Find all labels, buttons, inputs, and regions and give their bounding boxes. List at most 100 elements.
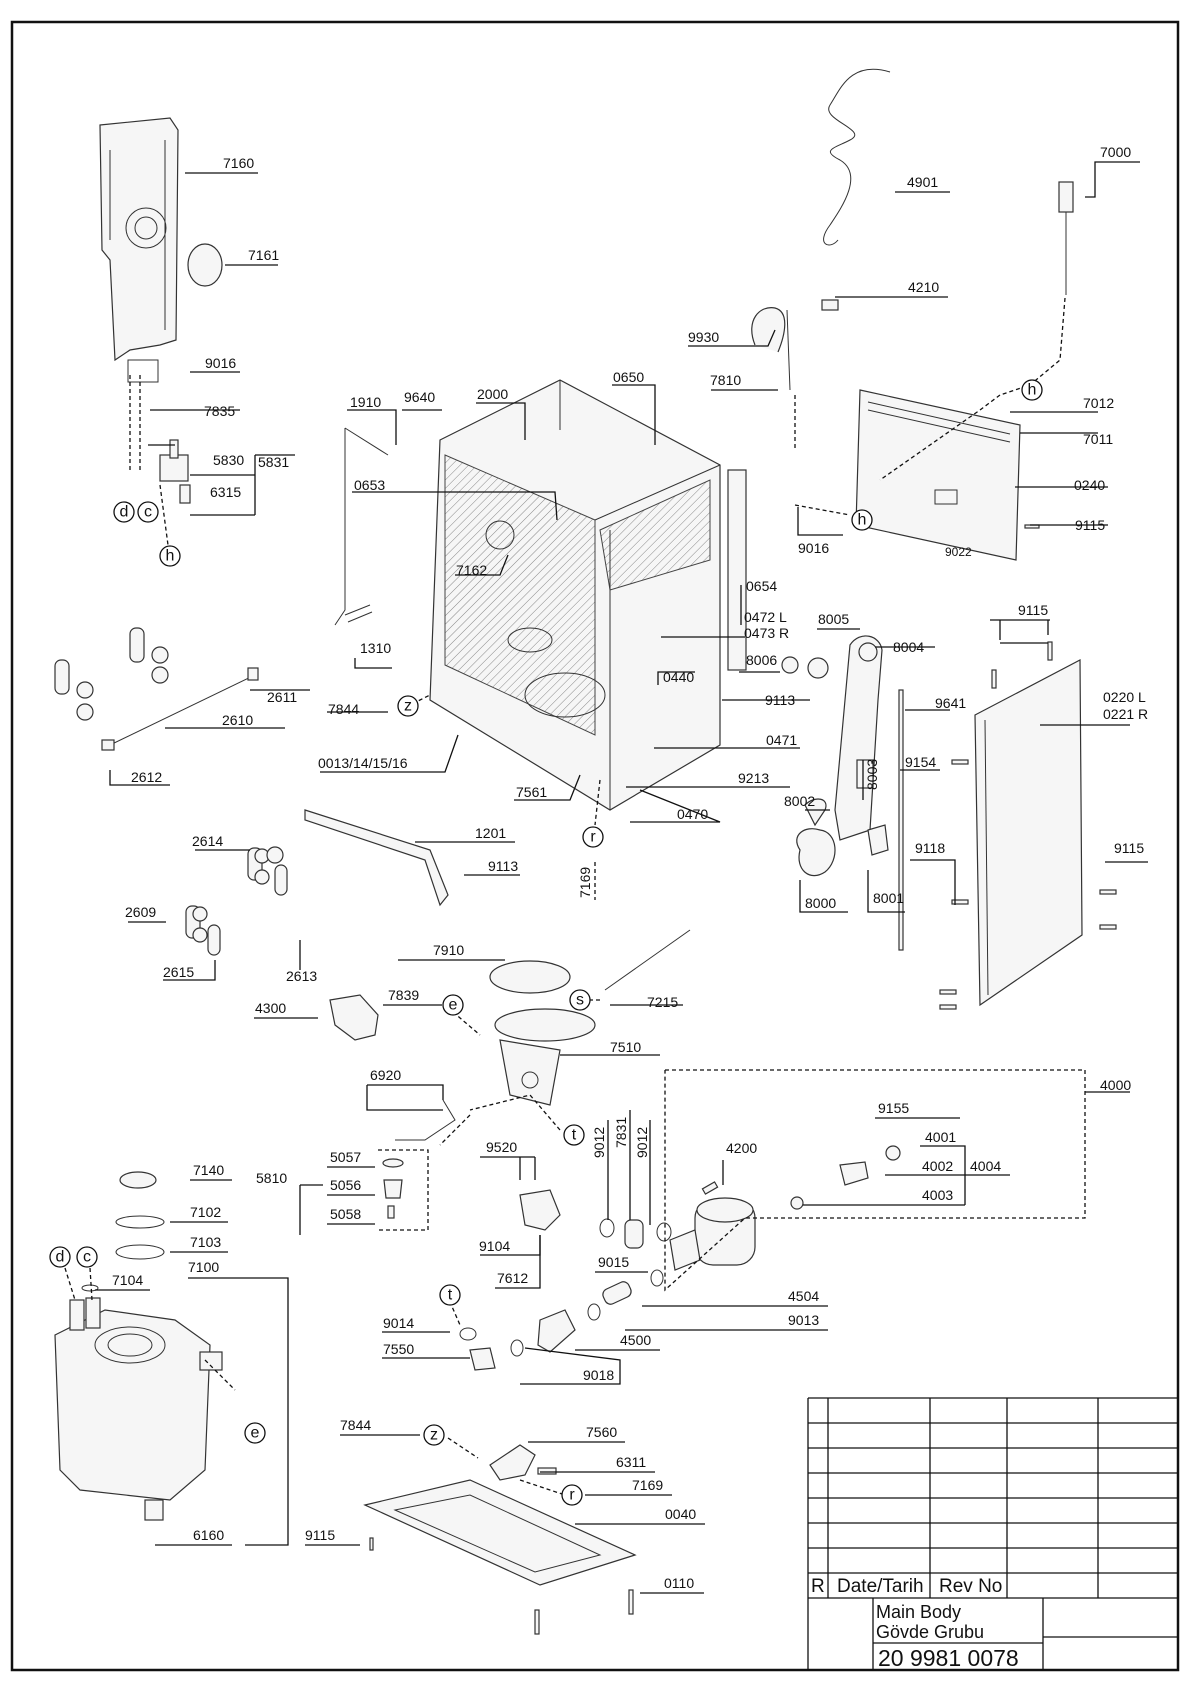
callout-e-bottom: e <box>244 1422 266 1444</box>
label-9118: 9118 <box>915 840 945 856</box>
label-7169a: 7169 <box>577 867 593 898</box>
label-6311: 6311 <box>616 1454 646 1470</box>
label-7561: 7561 <box>516 784 547 800</box>
label-8003: 8003 <box>864 759 880 790</box>
label-7510: 7510 <box>610 1039 641 1055</box>
callout-h-backpanel: h <box>851 509 873 531</box>
label-9930: 9930 <box>688 329 719 345</box>
label-9115c: 9115 <box>1114 840 1144 856</box>
label-7102: 7102 <box>190 1204 221 1220</box>
rail-1201-part <box>304 809 449 907</box>
callout-d-bottom: d <box>49 1246 71 1268</box>
label-9013: 9013 <box>788 1312 819 1328</box>
label-7104: 7104 <box>112 1272 143 1288</box>
label-2609: 2609 <box>125 904 156 920</box>
softener-7160-part <box>99 117 179 383</box>
label-7012: 7012 <box>1083 395 1114 411</box>
nut-8006-part <box>781 656 799 674</box>
label-7550: 7550 <box>383 1341 414 1357</box>
part-4002 <box>839 1161 869 1186</box>
callout-z-top: z <box>397 695 419 717</box>
label-2615: 2615 <box>163 964 194 980</box>
label-9520: 9520 <box>486 1139 517 1155</box>
part-7102 <box>115 1215 165 1229</box>
label-7215: 7215 <box>647 994 678 1010</box>
pump-8000-part <box>796 828 836 877</box>
label-7162: 7162 <box>456 562 487 578</box>
svg-text:r: r <box>569 1487 575 1504</box>
label-6315: 6315 <box>210 484 241 500</box>
svg-text:h: h <box>166 548 175 565</box>
seal-7910-part <box>489 960 571 994</box>
hose-7810-part <box>786 309 791 391</box>
svg-text:h: h <box>858 512 867 529</box>
label-2610: 2610 <box>222 712 253 728</box>
callout-s: s <box>569 989 591 1011</box>
part-7103 <box>115 1244 165 1260</box>
part-4001 <box>885 1145 901 1161</box>
label-7169b: 7169 <box>632 1477 663 1493</box>
cable-4901-part <box>823 68 891 246</box>
part-9520 <box>519 1189 561 1231</box>
back-panel-0240-part <box>855 389 1021 561</box>
svg-text:e: e <box>251 1425 260 1442</box>
clip-2611-part <box>247 667 259 681</box>
svg-text:d: d <box>120 504 129 521</box>
label-7844a: 7844 <box>328 701 359 717</box>
label-9115a: 9115 <box>1075 517 1105 533</box>
label-1910: 1910 <box>350 394 381 410</box>
side-panel-0220-part <box>974 659 1083 1007</box>
callout-z-bottom: z <box>423 1424 445 1446</box>
pump-4200-part <box>669 1197 756 1271</box>
part-7104 <box>81 1284 99 1292</box>
label-0013: 0013/14/15/16 <box>318 755 408 771</box>
label-0471: 0471 <box>766 732 797 748</box>
title-block-title-en: Main Body <box>876 1602 961 1622</box>
label-9213: 9213 <box>738 770 769 786</box>
title-block-rev-marker: R <box>811 1576 825 1597</box>
label-8001: 8001 <box>873 890 904 906</box>
label-9016: 9016 <box>205 355 236 371</box>
title-block <box>807 1397 1178 1670</box>
label-6920: 6920 <box>370 1067 401 1083</box>
label-7910: 7910 <box>433 942 464 958</box>
label-8002: 8002 <box>784 793 815 809</box>
wheels-part <box>54 627 288 956</box>
part-4003 <box>790 1196 804 1210</box>
callout-d-top: d <box>113 501 135 523</box>
label-0440: 0440 <box>663 669 694 685</box>
bracket-8001-part <box>867 824 889 856</box>
hose-7215-part <box>604 929 691 991</box>
screws-part <box>369 524 1117 1635</box>
clip-4210-part <box>821 299 839 311</box>
label-9012b: 9012 <box>634 1127 650 1158</box>
label-2000: 2000 <box>477 386 508 402</box>
clamps-part <box>459 1218 672 1357</box>
label-8000: 8000 <box>805 895 836 911</box>
label-0650: 0650 <box>613 369 644 385</box>
label-7000: 7000 <box>1100 144 1131 160</box>
clip-1310-part <box>344 604 373 623</box>
label-0473: 0473 R <box>744 625 789 641</box>
label-8004: 8004 <box>893 639 924 655</box>
tub-2000-part <box>429 379 721 811</box>
title-block-date-header: Date/Tarih <box>837 1576 924 1597</box>
label-4200: 4200 <box>726 1140 757 1156</box>
letter-callouts: d c h h h z r e s t d c t e z r <box>49 379 1043 1506</box>
label-0040: 0040 <box>665 1506 696 1522</box>
label-4000: 4000 <box>1100 1077 1131 1093</box>
hose-4504-part <box>602 1281 632 1305</box>
svg-text:d: d <box>56 1249 65 1266</box>
label-7160: 7160 <box>223 155 254 171</box>
drawing-frame <box>10 20 1180 1672</box>
bracket-9930-part <box>751 307 786 353</box>
sump-7510-part <box>494 1008 596 1106</box>
part-5056 <box>383 1179 403 1199</box>
callout-t-bottom: t <box>439 1284 461 1306</box>
part-4500 <box>537 1309 576 1353</box>
label-0220: 0220 L <box>1103 689 1146 705</box>
label-9016b: 9016 <box>798 540 829 556</box>
callout-c-bottom: c <box>76 1246 98 1268</box>
part-7550 <box>469 1347 496 1371</box>
label-5056: 5056 <box>330 1177 361 1193</box>
